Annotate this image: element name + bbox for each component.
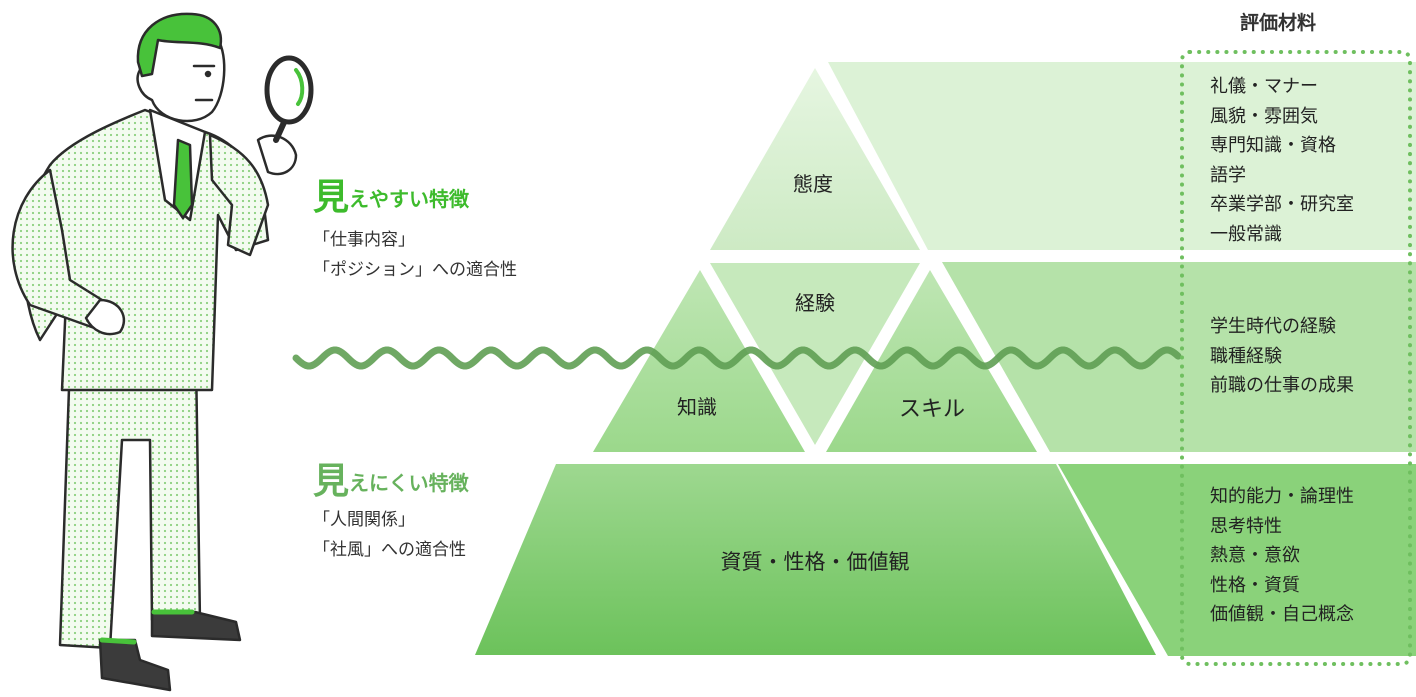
list-item: 学生時代の経験 <box>1210 316 1336 337</box>
list-item: 専門知識・資格 <box>1210 135 1336 156</box>
pyramid-knowledge <box>593 270 805 452</box>
waterline <box>292 346 1182 370</box>
businessman-illustration <box>11 12 314 692</box>
list-item: 思考特性 <box>1210 515 1282 537</box>
label-skill: スキル <box>899 397 965 422</box>
list-item: 前職の仕事の成果 <box>1210 375 1354 396</box>
hidden-line-1: 「人間関係」 <box>313 510 415 530</box>
materials-list-middle: 学生時代の経験 職種経験 前職の仕事の成果 <box>1210 312 1354 401</box>
list-item: 卒業学部・研究室 <box>1210 194 1354 215</box>
list-item: 一般常識 <box>1210 223 1282 245</box>
list-item: 語学 <box>1210 164 1246 186</box>
list-item: 性格・資質 <box>1210 574 1300 596</box>
visible-traits-heading: 見えやすい特徴 <box>313 168 469 220</box>
list-item: 価値観・自己概念 <box>1210 604 1354 625</box>
materials-column-title: 評価材料 <box>1240 12 1317 34</box>
list-item: 礼儀・マナー <box>1210 76 1318 97</box>
pyramid-base <box>475 464 1156 655</box>
hidden-traits-lines: 「人間関係」 「社風」への適合性 <box>313 505 466 565</box>
visible-heading-rest: えやすい特徴 <box>349 187 470 211</box>
materials-list-top: 礼儀・マナー 風貌・雰囲気 専門知識・資格 語学 卒業学部・研究室 一般常識 <box>1210 72 1354 249</box>
label-experience: 経験 <box>795 291 835 315</box>
list-item: 熱意・意欲 <box>1210 545 1300 566</box>
band-top <box>828 62 1416 250</box>
label-knowledge: 知識 <box>677 395 717 419</box>
visible-traits-lines: 「仕事内容」 「ポジション」への適合性 <box>313 225 517 285</box>
visible-line-1: 「仕事内容」 <box>313 230 415 250</box>
list-item: 知的能力・論理性 <box>1210 486 1354 507</box>
pyramid-skill <box>826 270 1037 452</box>
visible-heading-big: 見 <box>313 177 350 218</box>
materials-frame <box>1180 50 1412 666</box>
list-item: 風貌・雰囲気 <box>1210 105 1318 127</box>
hidden-heading-rest: えにくい特徴 <box>349 471 469 495</box>
pyramid-top-attitude <box>710 68 920 250</box>
hidden-traits-heading: 見えにくい特徴 <box>313 452 469 504</box>
materials-list-bottom: 知的能力・論理性 思考特性 熱意・意欲 性格・資質 価値観・自己概念 <box>1210 482 1354 630</box>
list-item: 職種経験 <box>1210 345 1282 367</box>
hidden-heading-big: 見 <box>313 461 350 502</box>
band-bottom <box>1058 464 1416 656</box>
hidden-line-2: 「社風」への適合性 <box>313 540 466 560</box>
label-base: 資質・性格・価値観 <box>721 550 910 574</box>
label-attitude: 態度 <box>793 172 833 196</box>
visible-line-2: 「ポジション」への適合性 <box>313 260 517 280</box>
